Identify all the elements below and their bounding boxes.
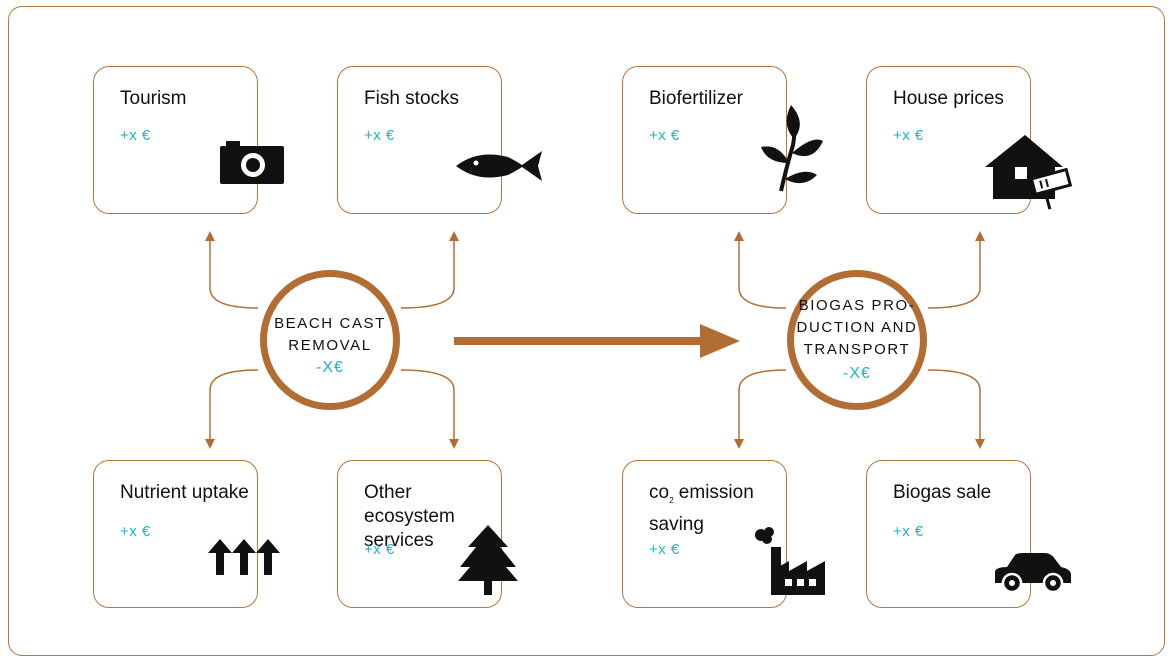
- connector-fish: [400, 231, 459, 309]
- card-house: House prices +x €: [866, 66, 1073, 214]
- card-title: Biofertilizer: [649, 88, 743, 109]
- car-icon: [995, 553, 1071, 593]
- up-arrows-icon: [208, 539, 280, 575]
- hub-cost: -X€: [843, 365, 871, 382]
- hub-biogas-production: BIOGAS PRO- DUCTION AND TRANSPORT -X€: [787, 270, 927, 410]
- factory-icon: [755, 527, 825, 595]
- card-title: Other ecosystem services: [364, 482, 455, 551]
- card-title: Fish stocks: [364, 88, 460, 109]
- camera-icon: [220, 141, 284, 184]
- house-for-sale-icon: [985, 135, 1073, 210]
- connector-ecosystem: [400, 369, 459, 449]
- connector-biogas: [927, 369, 985, 449]
- connector-biofertilizer: [734, 231, 787, 309]
- tree-icon: [458, 525, 518, 595]
- card-value: +x €: [364, 127, 395, 144]
- card-value: +x €: [893, 127, 924, 144]
- card-co2: co2 emission saving +x €: [622, 460, 825, 608]
- card-title: House prices: [893, 88, 1004, 109]
- card-tourism: Tourism +x €: [93, 66, 284, 214]
- title-prefix: co: [649, 482, 670, 503]
- card-nutrient: Nutrient uptake +x €: [93, 460, 280, 608]
- connector-nutrient: [205, 369, 259, 449]
- card-value: +x €: [649, 541, 680, 558]
- card-biofertilizer: Biofertilizer +x €: [622, 66, 823, 214]
- hub-label: BIOGAS PRO- DUCTION AND TRANSPORT: [796, 297, 918, 358]
- card-value: +x €: [893, 523, 924, 540]
- card-title: co2 emission saving: [649, 481, 779, 537]
- title-suffix: emission saving: [649, 482, 754, 535]
- card-value: +x €: [364, 541, 395, 558]
- hub-beach-cast-removal: BEACH CAST REMOVAL -X€: [260, 270, 400, 410]
- title-subscript: 2: [669, 496, 674, 505]
- hub-label: BEACH CAST REMOVAL: [274, 315, 386, 354]
- connector-co2: [734, 369, 787, 449]
- card-title: Biogas sale: [893, 482, 992, 503]
- connector-tourism: [205, 231, 259, 309]
- diagram-frame: [8, 6, 1165, 656]
- card-title: Nutrient uptake: [120, 482, 249, 503]
- card-value: +x €: [120, 127, 151, 144]
- hub-cost: -X€: [316, 359, 344, 376]
- fish-icon: [456, 151, 542, 181]
- card-ecosystem: Other ecosystem services +x €: [337, 460, 518, 608]
- card-title: Tourism: [120, 88, 187, 109]
- main-arrow: [454, 324, 740, 358]
- card-fish: Fish stocks +x €: [337, 66, 542, 214]
- plant-icon: [761, 105, 823, 192]
- card-biogas: Biogas sale +x €: [866, 460, 1071, 608]
- connector-house: [927, 231, 985, 309]
- card-value: +x €: [120, 523, 151, 540]
- card-value: +x €: [649, 127, 680, 144]
